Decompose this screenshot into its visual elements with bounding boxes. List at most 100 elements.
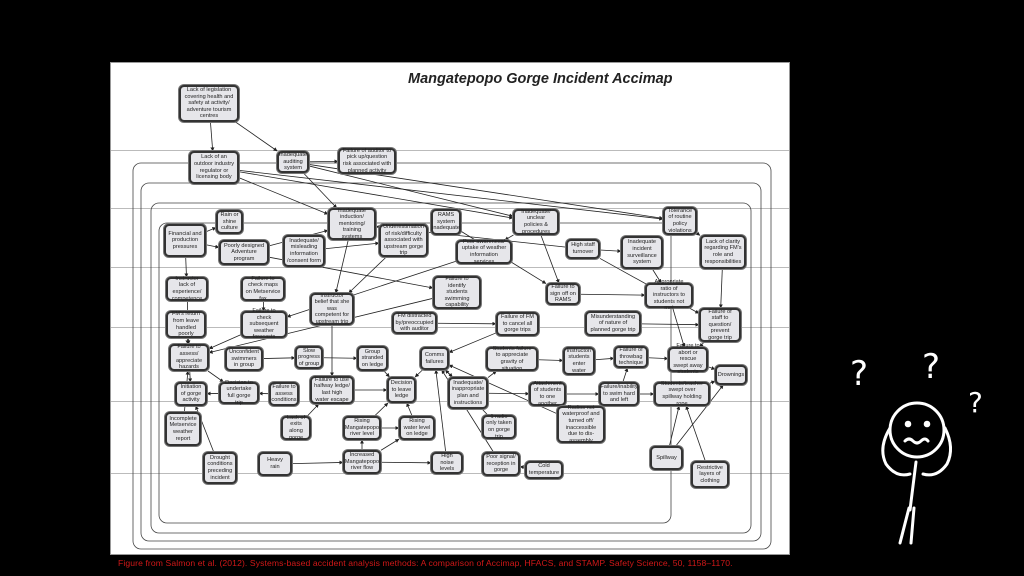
node: Students failure to appreciate gravity o… — [486, 346, 538, 372]
node: Decision to leave ledge — [387, 377, 416, 403]
edge-arrow — [324, 241, 380, 250]
arm-left — [881, 426, 912, 477]
node: Failure to assess/ appreciate hazards — [169, 344, 209, 371]
edge-arrow — [640, 322, 700, 327]
edge-arrow — [205, 244, 220, 249]
edge-arrow — [238, 177, 329, 215]
edge-arrow — [594, 356, 615, 361]
node: Failure of FM to cancel all gorge trips — [496, 312, 539, 336]
question-mark: ? — [850, 354, 868, 394]
feedback-loop — [158, 222, 672, 524]
edge-arrow — [487, 370, 497, 378]
node: Tolerance of routine policy violations — [663, 207, 697, 235]
diagram-title: Mangatepopo Gorge Incident Accimap — [408, 71, 673, 87]
edge-arrow — [262, 355, 296, 360]
edge-arrow — [709, 380, 716, 385]
node: 1 radio only taken on gorge trip — [482, 414, 516, 440]
node: High noise levels — [431, 452, 463, 474]
node: Failure to assess conditions — [269, 382, 299, 406]
edge-arrow — [238, 169, 664, 221]
edge-arrow — [436, 321, 497, 326]
node: Inadequate/ unclear policies & procedure… — [513, 209, 559, 235]
node: High staff turnover — [566, 239, 600, 259]
node: Instructor/ students enter water — [563, 347, 595, 375]
torso — [908, 460, 918, 512]
edge-arrow — [303, 172, 338, 209]
arm-right — [921, 426, 952, 477]
edge-arrow — [184, 256, 189, 278]
confused-stick-figure-illustration: ? ? ? — [850, 347, 983, 545]
edge-arrow — [238, 171, 514, 220]
edge-arrow — [414, 369, 423, 378]
node: Poorly designed Adventure program — [219, 240, 269, 265]
node: Group stranded on ledge — [357, 346, 388, 371]
node: FM's return from leave handled poorly — [166, 311, 206, 338]
accimap-figure: Mangatepopo Gorge Incident Accimap Lack … — [110, 62, 790, 555]
node: Inadequate induction/ mentoring/ trainin… — [328, 208, 376, 240]
edge-arrow — [205, 227, 217, 233]
edge-arrow — [188, 370, 193, 383]
edge-arrow — [380, 460, 432, 465]
leg-right — [909, 506, 916, 545]
node: Rain or shine culture — [216, 210, 243, 234]
eye — [904, 420, 912, 428]
node: RAMS system inadequate — [431, 209, 461, 235]
figure-caption: Figure from Salmon et al. (2012). System… — [118, 558, 733, 568]
level-divider — [111, 208, 789, 209]
node: Inadequate/ inappropriate plan and instr… — [448, 377, 488, 409]
node: Instructor lack of experience/ competenc… — [166, 276, 208, 302]
question-mark: ? — [922, 347, 940, 387]
edge-arrow — [695, 231, 701, 236]
edge-arrow — [448, 332, 497, 353]
node: Lack of an outdoor industry regulator or… — [189, 151, 239, 184]
node: Failure/inability to swim hard and left — [599, 382, 639, 406]
edge-arrow — [718, 268, 723, 309]
node: Radios not waterproof and turned off/ in… — [557, 405, 605, 444]
feedback-loop — [132, 162, 772, 550]
node: Cold temperature — [525, 461, 563, 479]
edge-arrow — [652, 268, 662, 284]
edge-arrow — [434, 369, 447, 453]
leg-left — [898, 506, 911, 545]
edge-arrow — [208, 297, 434, 354]
node: Failure of auditor to pick up/question r… — [338, 148, 396, 174]
edge-arrow — [487, 391, 530, 396]
edge-arrow — [519, 465, 526, 470]
edge-arrow — [537, 358, 564, 363]
edge-arrow — [622, 367, 629, 383]
node: Failure to abort or rescue swept away st… — [668, 343, 708, 375]
node: Appropriate ratio of instructors to stud… — [645, 279, 693, 311]
edge-arrow — [210, 121, 215, 152]
node: Restrictive layers of clothing — [691, 461, 729, 488]
node: Incomplete Metservice weather report — [165, 412, 201, 446]
node: Inadequate/ misleading information /cons… — [283, 235, 325, 267]
node: Lack of legislation covering health and … — [179, 85, 239, 122]
node: Underestimation of risk/difficulty assoc… — [379, 224, 428, 257]
node: Attachment of students to one another — [529, 381, 566, 407]
node: Students/teacher swept over spillway hol… — [654, 381, 710, 407]
edge-arrow — [699, 341, 705, 348]
edge-arrow — [322, 356, 358, 361]
edge-arrow — [308, 165, 514, 218]
edge-arrow — [707, 366, 716, 370]
node: Inadequate incident surveillance system — [621, 236, 663, 269]
edge-arrow — [504, 234, 514, 241]
edge-arrow — [291, 460, 344, 465]
node: FM distracted by/preoccupied with audito… — [392, 312, 437, 334]
node: Heavy rain — [258, 452, 292, 476]
level-divider — [111, 150, 789, 151]
edge-arrow — [599, 249, 622, 254]
node: Failure to check maps on Metservice fax — [241, 276, 285, 302]
edge-arrow — [374, 402, 389, 417]
eye — [923, 420, 931, 428]
edge-arrow — [647, 356, 669, 361]
node: Failure of throwbag technique — [614, 346, 648, 368]
edge-arrow — [185, 337, 190, 345]
node: Drownings — [715, 365, 747, 385]
node: Failure to check subsequent weather fore… — [241, 308, 287, 340]
node: Inadequate auditing system — [277, 151, 309, 173]
feedback-loop — [140, 182, 762, 542]
edge-arrow — [383, 370, 390, 378]
node: Failure to sign off on RAMS — [546, 283, 580, 305]
node: Decision to undertake full gorge trip — [219, 380, 259, 406]
